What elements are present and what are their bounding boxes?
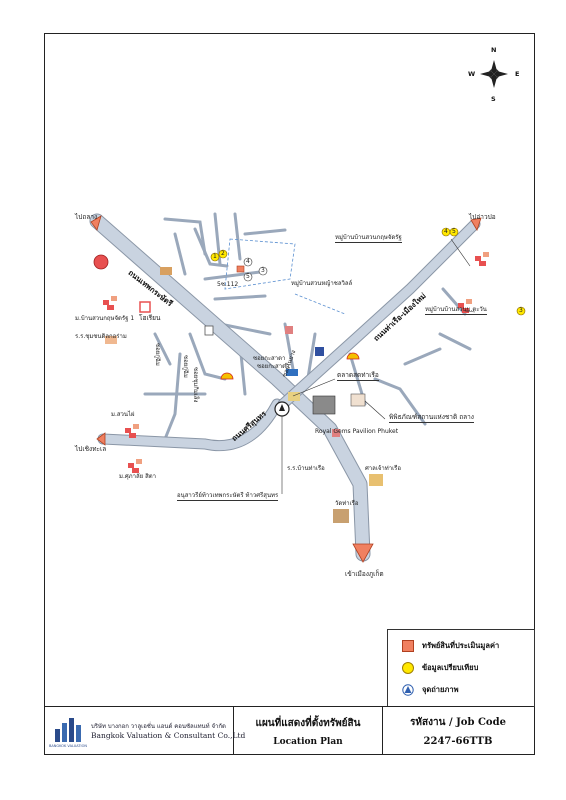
job-code-cell: รหัสงาน / Job Code 2247-66TTB (383, 707, 533, 755)
heroines-monument-label: อนุสาวรีย์ท้าวเทพกระษัตรี ท้าวศรีสุนทร (177, 492, 279, 501)
direction-cherng-talay-label: ไปเชิงทะเล (75, 445, 107, 453)
project-cluster-label: หมู่บ้านสวนหญ้าชลวิลล์ (291, 280, 353, 287)
location-plan-title-th: แผนที่แสดงที่ตั้งทรัพย์สิน (255, 717, 361, 729)
soi-2-label: ซอยกู่ฉิม (182, 355, 189, 378)
project-boundary (224, 238, 296, 290)
legend-photo-row: จุดถ่ายภาพ (402, 684, 459, 696)
shrine-icon (369, 474, 383, 486)
job-code-value: 2247-66TTB (423, 736, 493, 747)
compass-s-label: S (491, 95, 496, 103)
direction-ao-po-label: ไปอ่าวปอ (469, 213, 496, 221)
suan-phai-sub-label: ม.ศุภาลัย สิตา (119, 473, 157, 480)
seven-eleven-icon (285, 326, 293, 334)
seven-eleven-south-icon (332, 429, 340, 437)
subject-square-icon (402, 640, 414, 652)
caltex-station-icon (93, 254, 109, 270)
tawan-num-label: 3 (519, 307, 523, 314)
arrow-to-phuket-town-icon (352, 543, 374, 563)
school-left-label: ร.ร.ชุมชนดิลกอร่าม (75, 333, 127, 340)
marker-1-label: 1 (213, 253, 217, 260)
marker-2-label: 2 (221, 250, 225, 257)
shell-station-left-icon (220, 372, 234, 380)
map-legend: ทรัพย์สินที่ประเมินมูลค่า ข้อมูลเปรียบเท… (387, 629, 535, 707)
soi-1-label: ซอยกู่ฉิม (154, 343, 161, 366)
wat-tha-ruea-label: วัดท่าเรือ (335, 500, 359, 507)
market-label: ตลาดสดท่าเรือ (337, 371, 379, 381)
legend-comparable-label: ข้อมูลเปรียบเทียบ (422, 663, 479, 672)
shop-icon (139, 301, 151, 313)
suan-phai-label: ม.สวนไผ่ (111, 411, 135, 418)
shrine-label: ศาลเจ้าท่าเรือ (365, 465, 401, 472)
location-plan-title-en: Location Plan (273, 736, 343, 747)
legend-comparable-row: ข้อมูลเปรียบเทียบ (402, 662, 478, 674)
sriwichai-num-4-label: 4 (444, 228, 448, 235)
sriwichai-num-5-label: 5 (452, 228, 456, 235)
village-tawan-label: หมู่บ้านบ้านสวนบ.ตะวัน (425, 306, 487, 315)
ban-tha-ruea-school-label: ร.ร.บ้านท่าเรือ (287, 465, 325, 472)
dashed-line (294, 293, 346, 315)
comparable-markers (210, 227, 526, 316)
temple-icon (160, 267, 172, 275)
kosit-label: โฮเรียน (139, 314, 161, 322)
subject-property-icon (236, 265, 245, 273)
comparable-circle-icon (402, 662, 414, 674)
company-name-th: บริษัท บางกอก วาลูเอชั่น แอนด์ คอนซัลแทน… (91, 723, 226, 730)
marker-3-label: 3 (261, 267, 265, 274)
compass-n-label: N (491, 46, 497, 54)
legend-subject-row: ทรัพย์สินที่ประเมินมูลค่า (402, 640, 499, 652)
monument-inner-icon (279, 404, 285, 411)
company-cell: BANGKOK VALUATION บริษัท บางกอก วาลูเอชั… (45, 707, 245, 755)
arrow-to-thalang-icon (90, 215, 102, 231)
museum-label: พิพิธภัณฑ์สถานแห่งชาติ ถลาง (389, 413, 474, 423)
marker-5-label: 5 (246, 273, 250, 280)
company-logo-icon (55, 718, 81, 742)
photo-point-icon (402, 684, 414, 696)
house-icons (103, 252, 489, 473)
thalang-road (278, 219, 480, 409)
shell-station-right-icon (346, 352, 360, 360)
compass-e-label: E (515, 70, 520, 78)
market-icon (288, 392, 300, 401)
arrow-to-cherng-talay-icon (96, 432, 106, 446)
village-sriwichai-label: หมู่บ้านบ้านสวนกฤษจัดรัฐ (335, 234, 402, 243)
atm-icon (204, 325, 214, 336)
marker-4-label: 4 (246, 258, 250, 265)
location-map (89, 60, 526, 563)
legend-subject-label: ทรัพย์สินที่ประเมินมูลค่า (422, 641, 500, 650)
title-cell: แผนที่แสดงที่ตั้งทรัพย์สิน Location Plan (234, 707, 383, 755)
soi-3-label: ซอยชุมกิมเส็ง (192, 367, 199, 403)
map-frame: N S E W ไปถลาง ไปอ่าวปอ ไปเชิงทะเล เข้าเ… (44, 33, 535, 755)
compass-rose-icon (480, 60, 508, 88)
museum-icon (350, 393, 366, 407)
arrow-to-ao-po-icon (470, 217, 482, 231)
ban-suan-kwang-label: ม.บ้านสวนกฤษจัดรัฐ 1 (75, 315, 135, 322)
srisoonthorn-road (98, 399, 282, 451)
pt-station-icon (315, 347, 324, 356)
legend-photo-label: จุดถ่ายภาพ (422, 685, 459, 694)
royal-gems-label: Royal Gems Pavilion Phuket (315, 428, 399, 435)
compass-w-label: W (468, 70, 476, 78)
callout-lines (281, 238, 476, 494)
logo-text: BANGKOK VALUATION (49, 744, 87, 748)
title-block: BANGKOK VALUATION บริษัท บางกอก วาลูเอชั… (45, 706, 533, 755)
direction-thalang-label: ไปถลาง (75, 213, 98, 221)
parcel-label: 5ซ.112 (217, 281, 239, 288)
soi-5-label: ซอยกะสาดา (257, 363, 290, 370)
minor-roads (143, 212, 472, 441)
company-name-en: Bangkok Valuation & Consultant Co.,Ltd (91, 731, 246, 740)
job-code-label: รหัสงาน / Job Code (410, 717, 506, 728)
royal-gems-building-icon (312, 395, 336, 415)
soi-4-label: ซอยกะสาดา (253, 355, 286, 362)
direction-phuket-town-label: เข้าเมืองภูเก็ต (345, 570, 384, 578)
bank-icon (286, 369, 298, 376)
thepkrasattri-road (90, 214, 370, 561)
wat-icon (333, 509, 349, 523)
